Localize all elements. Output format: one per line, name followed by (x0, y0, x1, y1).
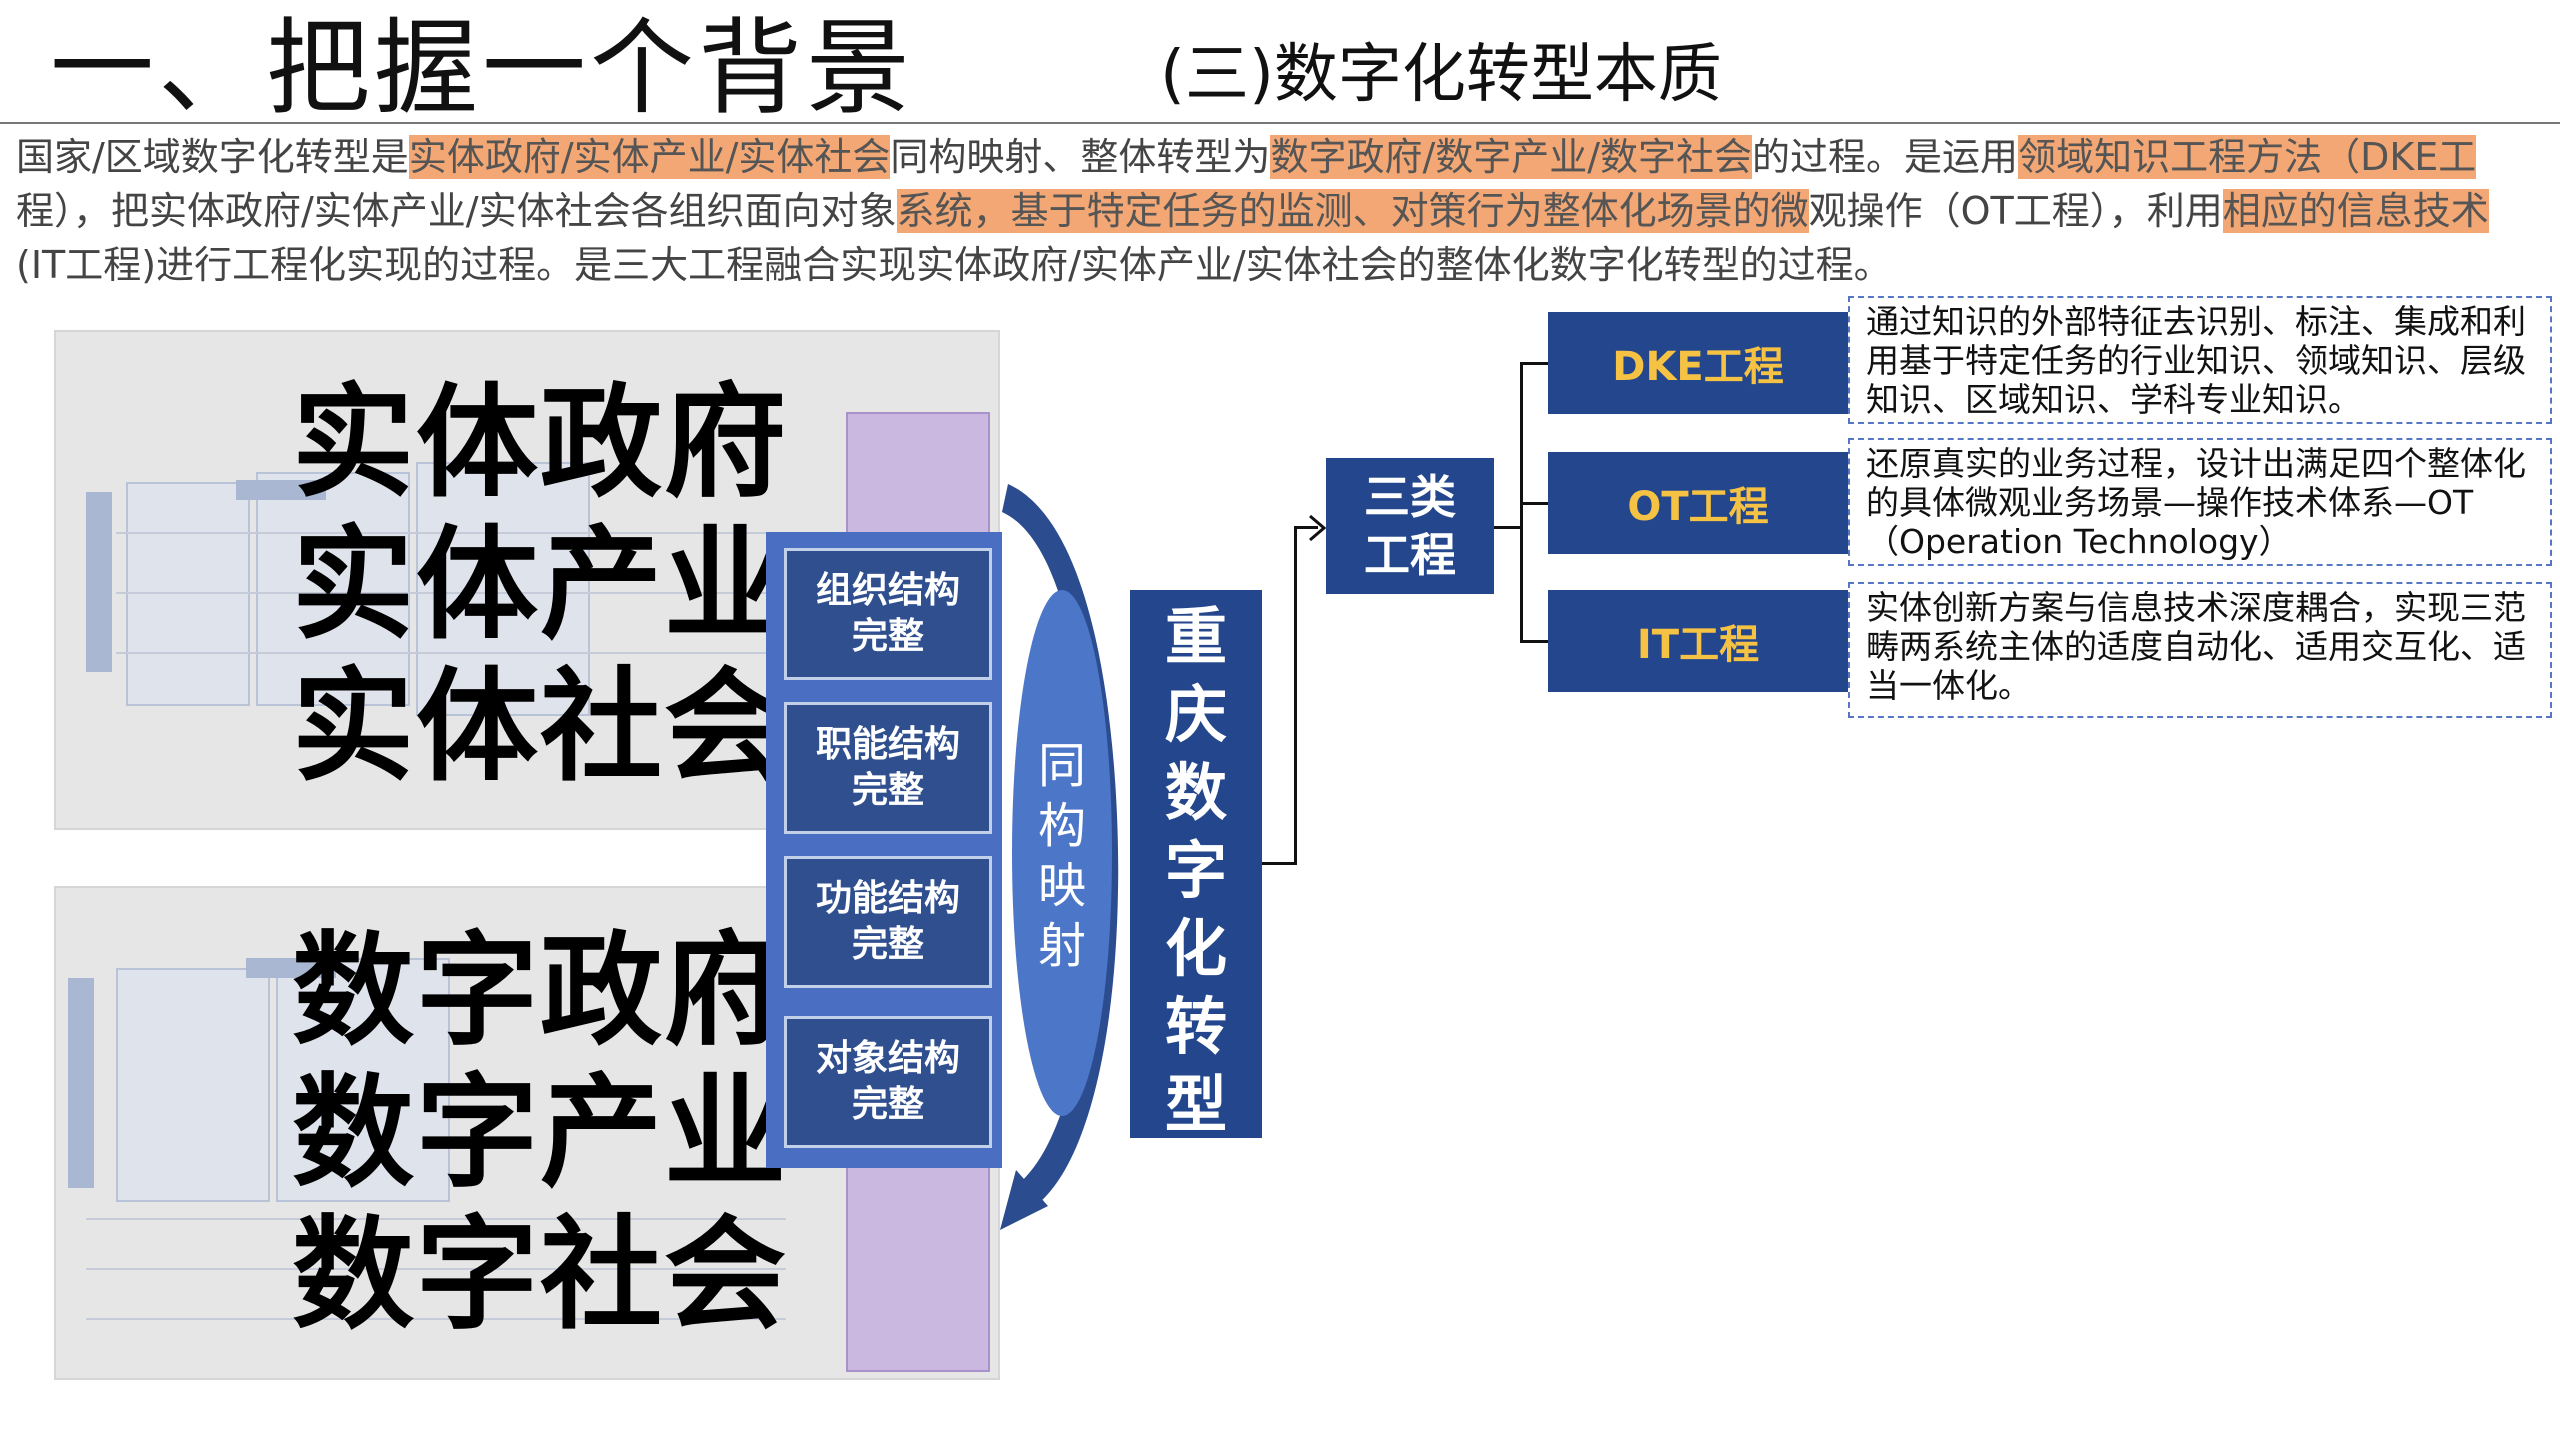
chongqing-transformation-box: 重庆数字化转型 (1130, 590, 1262, 1141)
structure-label: 功能结构 (815, 878, 960, 919)
intro-paragraph: 国家/区域数字化转型是实体政府/实体产业/实体社会同构映射、整体转型为数字政府/… (16, 130, 2546, 292)
dke-description: 通过知识的外部特征去识别、标注、集成和利用基于特定任务的行业知识、领域知识、层级… (1848, 296, 2552, 424)
connector-line (1494, 526, 1522, 529)
highlight-physical: 实体政府/实体产业/实体社会 (408, 135, 891, 179)
connector-line (1520, 640, 1548, 643)
highlight-digital: 数字政府/数字产业/数字社会 (1270, 135, 1753, 179)
ot-engineering-box: OT工程 (1548, 452, 1848, 554)
mapping-label: 同构映射 (1012, 736, 1112, 976)
structure-box-function-duty: 职能结构完整 (784, 702, 992, 834)
page-subtitle: (三)数字化转型本质 (1160, 38, 1722, 112)
structure-label: 完整 (851, 1084, 924, 1125)
structure-label: 职能结构 (815, 724, 960, 765)
structure-label: 组织结构 (815, 570, 960, 611)
page-title: 一、把握一个背景 (50, 7, 915, 129)
highlight-ot: 系统，基于特定任务的监测、对策行为整体化场景的微 (896, 189, 1809, 233)
mapping-ellipse (1012, 590, 1112, 1116)
mapping-label-char: 映 (1037, 858, 1086, 914)
it-description: 实体创新方案与信息技术深度耦合，实现三范畴两系统主体的适度自动化、适用交互化、适… (1848, 582, 2552, 718)
intro-text: 的过程。是运用 (1752, 135, 2019, 179)
chongqing-label: 重庆数字化转型 (1130, 598, 1262, 1144)
header-divider (0, 122, 2560, 124)
structure-box-capability: 功能结构完整 (784, 856, 992, 988)
structure-label: 对象结构 (815, 1038, 960, 1079)
chongqing-label-char: 化 (1164, 912, 1227, 985)
chongqing-label-char: 数 (1164, 756, 1227, 829)
mapping-label-char: 构 (1037, 798, 1086, 854)
connector-line (1294, 526, 1297, 865)
intro-line-1: 国家/区域数字化转型是实体政府/实体产业/实体社会同构映射、整体转型为数字政府/… (16, 130, 2546, 184)
structure-label: 完整 (851, 770, 924, 811)
physical-entities-list: 实体政府 实体产业 实体社会 (292, 372, 788, 798)
highlight-dke: 领域知识工程方法（DKE工 (2018, 135, 2477, 179)
ot-description: 还原真实的业务过程，设计出满足四个整体化的具体微观业务场景—操作技术体系—OT（… (1848, 438, 2552, 566)
three-types-label: 三类 (1364, 470, 1456, 524)
digital-industry: 数字产业 (292, 1062, 788, 1204)
mapping-label-char: 同 (1037, 738, 1086, 794)
chongqing-label-char: 转 (1164, 990, 1227, 1063)
connector-line (1520, 502, 1548, 505)
physical-industry: 实体产业 (292, 514, 788, 656)
chongqing-label-char: 重 (1164, 600, 1227, 673)
physical-government: 实体政府 (292, 372, 788, 514)
three-types-label: 工程 (1364, 528, 1456, 582)
three-types-box: 三类工程 (1326, 458, 1494, 594)
structure-box-organization: 组织结构完整 (784, 548, 992, 680)
chongqing-label-char: 型 (1164, 1068, 1227, 1141)
highlight-it: 相应的信息技术 (2222, 189, 2489, 233)
mapping-label-char: 射 (1037, 918, 1086, 974)
digital-society: 数字社会 (292, 1204, 788, 1346)
intro-line-3: (IT工程)进行工程化实现的过程。是三大工程融合实现实体政府/实体产业/实体社会… (16, 243, 1892, 287)
structure-label: 完整 (851, 924, 924, 965)
chongqing-label-char: 字 (1164, 834, 1227, 907)
digital-entities-list: 数字政府 数字产业 数字社会 (292, 920, 788, 1346)
connector-line (1262, 862, 1296, 865)
dke-engineering-box: DKE工程 (1548, 312, 1848, 414)
intro-text: 同构映射、整体转型为 (890, 135, 1271, 179)
intro-text: 观操作（OT工程），利用 (1808, 189, 2223, 233)
digital-government: 数字政府 (292, 920, 788, 1062)
chongqing-label-char: 庆 (1164, 678, 1227, 751)
arrow-head-icon (1309, 514, 1327, 542)
it-engineering-box: IT工程 (1548, 590, 1848, 692)
connector-line (1294, 526, 1318, 529)
intro-line-2: 程），把实体政府/实体产业/实体社会各组织面向对象系统，基于特定任务的监测、对策… (16, 184, 2546, 238)
intro-text: 程），把实体政府/实体产业/实体社会各组织面向对象 (16, 189, 897, 233)
structure-label: 完整 (851, 616, 924, 657)
connector-line (1520, 362, 1548, 365)
physical-society: 实体社会 (292, 656, 788, 798)
structure-box-object: 对象结构完整 (784, 1016, 992, 1148)
intro-text: 国家/区域数字化转型是 (16, 135, 409, 179)
